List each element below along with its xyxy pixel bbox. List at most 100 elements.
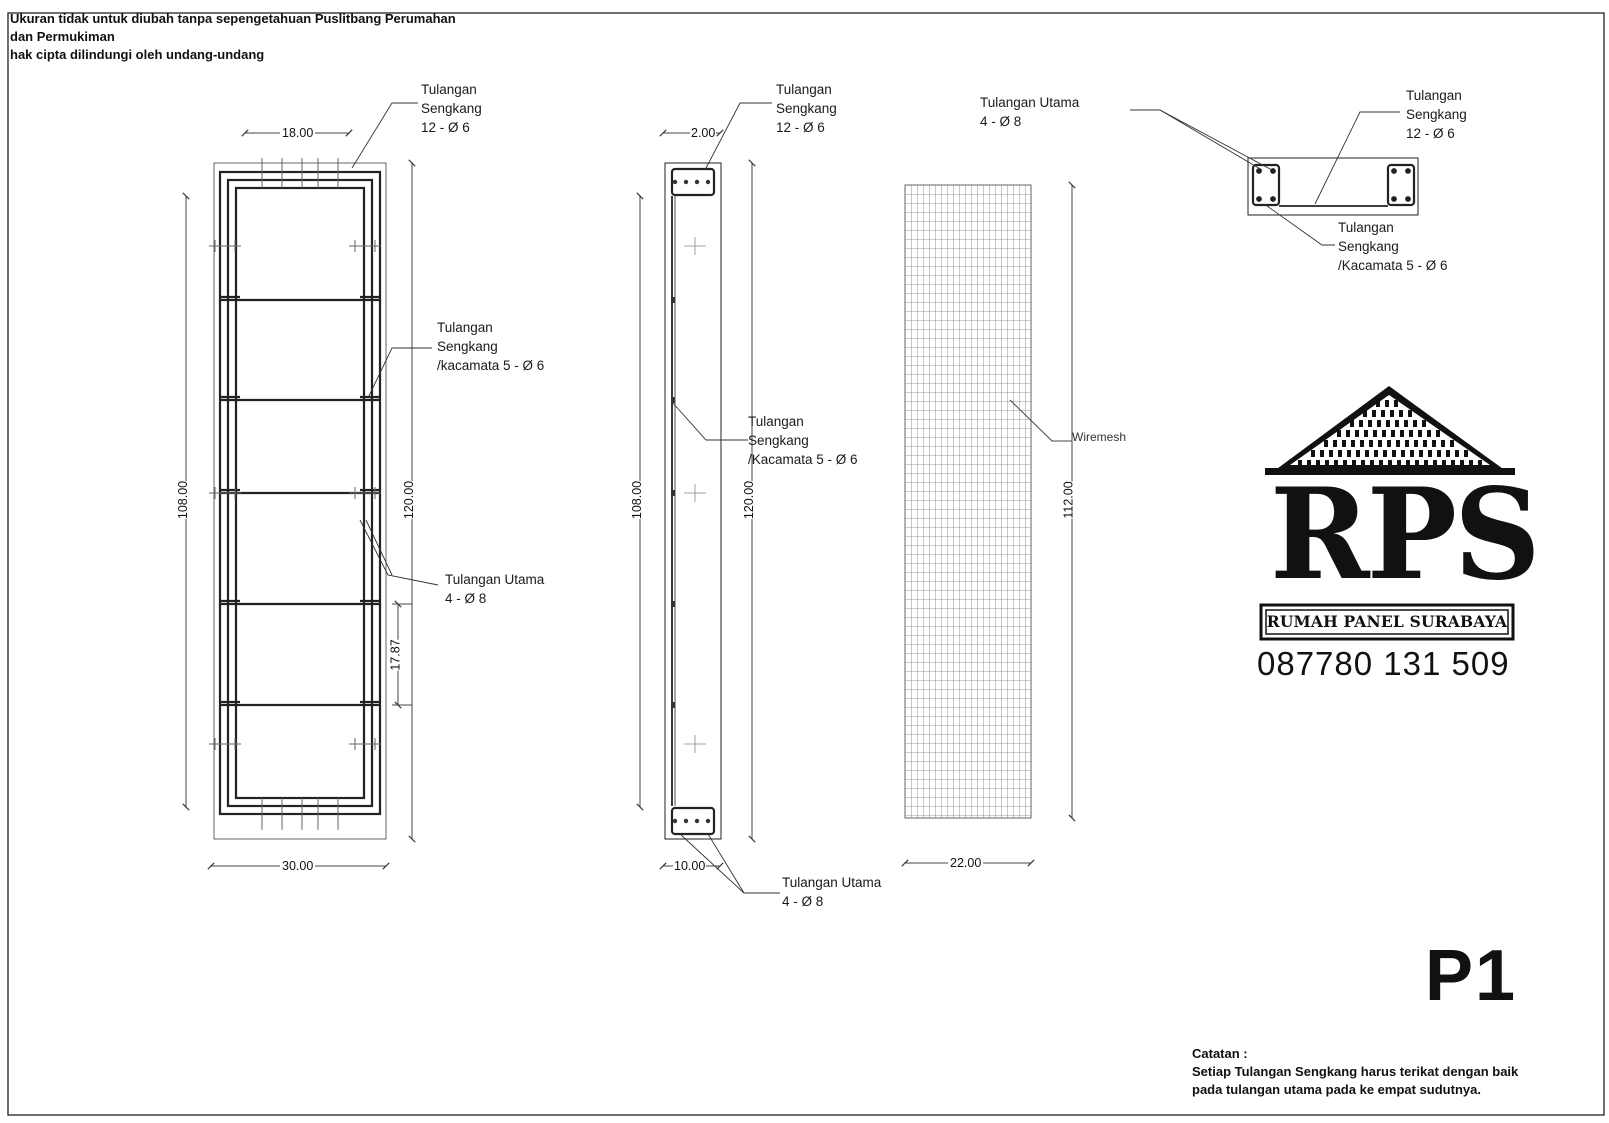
roof-brick xyxy=(1352,460,1356,467)
logo-roof xyxy=(1265,386,1515,475)
bar-dot xyxy=(694,818,700,824)
label-line: 12 - Ø 6 xyxy=(1406,126,1455,141)
roof-brick xyxy=(1368,420,1372,427)
label-side-sengkang: Tulangan Sengkang 12 - Ø 6 xyxy=(776,80,837,137)
label-front-utama: Tulangan Utama 4 - Ø 8 xyxy=(445,570,544,608)
roof-brick xyxy=(1355,430,1359,437)
roof-brick xyxy=(1347,450,1351,457)
stirrup-dot xyxy=(671,297,675,303)
label-line: Tulangan xyxy=(1338,220,1394,235)
roof-brick xyxy=(1395,420,1399,427)
roof-brick xyxy=(1320,450,1324,457)
dim-side-inner-height: 108.00 xyxy=(630,480,645,520)
stirrup-dot xyxy=(671,490,675,496)
label-line: Sengkang xyxy=(421,101,482,116)
roof-brick xyxy=(1391,430,1395,437)
label-line: Tulangan Utama xyxy=(980,95,1080,110)
roof-brick xyxy=(1401,450,1405,457)
copyright-header: Ukuran tidak untuk diubah tanpa sepenget… xyxy=(10,10,456,64)
roof-brick xyxy=(1432,440,1436,447)
roof-brick xyxy=(1428,450,1432,457)
roof-brick xyxy=(1427,430,1431,437)
label-side-utama: Tulangan Utama 4 - Ø 8 xyxy=(782,873,881,911)
roof-brick xyxy=(1410,450,1414,457)
stirrup-dot xyxy=(671,601,675,607)
dim-front-bottom-width: 30.00 xyxy=(280,859,316,873)
roof-brick xyxy=(1376,400,1380,407)
roof-brick xyxy=(1394,400,1398,407)
label-line: Tulangan xyxy=(421,82,477,97)
roof-brick xyxy=(1365,450,1369,457)
roof-brick xyxy=(1364,430,1368,437)
roof-brick xyxy=(1423,440,1427,447)
roof-brick xyxy=(1325,460,1329,467)
roof-brick xyxy=(1311,450,1315,457)
roof-brick xyxy=(1424,460,1428,467)
note-block: Catatan : Setiap Tulangan Sengkang harus… xyxy=(1192,1045,1518,1099)
note-line-1: Setiap Tulangan Sengkang harus terikat d… xyxy=(1192,1064,1519,1079)
roof-brick xyxy=(1469,460,1473,467)
roof-brick xyxy=(1298,460,1302,467)
roof-brick xyxy=(1351,440,1355,447)
roof-brick xyxy=(1369,440,1373,447)
label-line: 4 - Ø 8 xyxy=(980,114,1022,129)
roof-brick xyxy=(1359,420,1363,427)
dim-front-total-height: 120.00 xyxy=(402,480,417,520)
label-line: /kacamata 5 - Ø 6 xyxy=(437,358,545,373)
label-line: Tulangan xyxy=(776,82,832,97)
label-line: Tulangan xyxy=(1406,88,1462,103)
roof-brick xyxy=(1408,410,1412,417)
roof-brick xyxy=(1399,410,1403,417)
stirrup-dot xyxy=(671,397,675,403)
roof-brick xyxy=(1460,460,1464,467)
roof-brick xyxy=(1392,450,1396,457)
roof-brick xyxy=(1413,420,1417,427)
roof-brick xyxy=(1381,410,1385,417)
roof-brick xyxy=(1419,450,1423,457)
roof-brick xyxy=(1418,430,1422,437)
front-elevation xyxy=(209,158,387,840)
side-leaders xyxy=(671,102,780,894)
label-line: /Kacamata 5 - Ø 6 xyxy=(748,452,858,467)
roof-brick xyxy=(1324,440,1328,447)
roof-brick xyxy=(1436,430,1440,437)
top-section xyxy=(1247,157,1419,216)
bar-dot xyxy=(683,818,689,824)
roof-brick xyxy=(1329,450,1333,457)
logo-letters: RPS xyxy=(1270,460,1541,609)
roof-brick xyxy=(1378,440,1382,447)
label-side-kacamata: Tulangan Sengkang /Kacamata 5 - Ø 6 xyxy=(748,412,858,469)
roof-brick xyxy=(1396,440,1400,447)
roof-brick xyxy=(1386,420,1390,427)
label-line: Sengkang xyxy=(437,339,498,354)
roof-brick xyxy=(1455,450,1459,457)
label-line: 12 - Ø 6 xyxy=(776,120,825,135)
top-leaders xyxy=(1130,109,1400,246)
roof-brick xyxy=(1451,460,1455,467)
header-line-2: dan Permukiman xyxy=(10,29,115,44)
roof-brick xyxy=(1360,440,1364,447)
roof-brick xyxy=(1478,460,1482,467)
label-line: Tulangan xyxy=(437,320,493,335)
label-line: 12 - Ø 6 xyxy=(421,120,470,135)
roof-brick xyxy=(1409,430,1413,437)
roof-brick xyxy=(1390,410,1394,417)
roof-brick xyxy=(1385,400,1389,407)
label-line: Tulangan xyxy=(748,414,804,429)
bar-dot xyxy=(672,818,678,824)
note-line-2: pada tulangan utama pada ke empat sudutn… xyxy=(1192,1082,1481,1097)
roof-brick xyxy=(1343,460,1347,467)
roof-brick xyxy=(1388,460,1392,467)
label-line: Sengkang xyxy=(748,433,809,448)
logo-banner-text: RUMAH PANEL SURABAYA xyxy=(1266,612,1508,631)
stirrup-dot xyxy=(671,702,675,708)
sheet-border xyxy=(7,12,1605,1116)
roof-brick xyxy=(1415,460,1419,467)
label-line: 4 - Ø 8 xyxy=(445,591,487,606)
roof-brick xyxy=(1307,460,1311,467)
dim-side-bottom: 10.00 xyxy=(673,859,707,873)
bar-dot xyxy=(705,179,711,185)
roof-brick xyxy=(1370,460,1374,467)
